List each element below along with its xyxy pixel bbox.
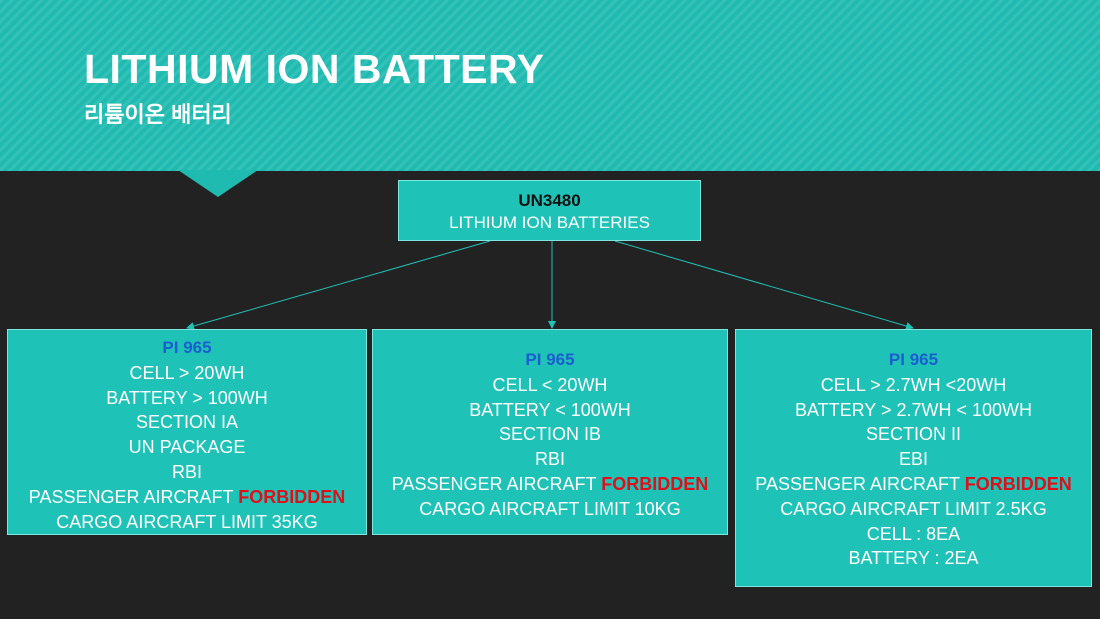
cargo-limit: CARGO AIRCRAFT LIMIT 35KG <box>56 511 318 532</box>
arrow-to-section-ii <box>614 240 914 330</box>
root-node-un3480: UN3480 LITHIUM ION BATTERIES <box>398 180 701 241</box>
packing-instruction: PI 965 <box>162 338 212 357</box>
passenger-rule: PASSENGER AIRCRAFT FORBIDDEN <box>8 485 366 510</box>
battery-limit: BATTERY > 100WH <box>106 387 268 408</box>
root-node-label: LITHIUM ION BATTERIES <box>449 213 650 232</box>
section-label: SECTION II <box>865 424 961 445</box>
section-ia-box: PI 965 CELL > 20WH BATTERY > 100WH SECTI… <box>7 329 367 535</box>
cargo-limit: CARGO AIRCRAFT LIMIT 10KG <box>419 498 681 519</box>
section-label: SECTION IB <box>498 424 601 445</box>
package-type: UN PACKAGE <box>128 437 246 458</box>
section-ii-box: PI 965 CELL > 2.7WH <20WH BATTERY > 2.7W… <box>735 329 1092 587</box>
un-number: UN3480 <box>518 191 581 210</box>
passenger-label: PASSENGER AIRCRAFT <box>391 473 597 494</box>
battery-type: RBI <box>534 449 565 470</box>
forbidden-label: FORBIDDEN <box>964 473 1072 494</box>
passenger-rule: PASSENGER AIRCRAFT FORBIDDEN <box>736 472 1091 497</box>
section-label: SECTION IA <box>135 412 238 433</box>
battery-quantity: BATTERY : 2EA <box>848 548 979 569</box>
cell-quantity: CELL : 8EA <box>866 523 961 544</box>
cell-limit: CELL > 20WH <box>129 362 245 383</box>
battery-type: RBI <box>171 461 202 482</box>
forbidden-label: FORBIDDEN <box>238 486 346 507</box>
page-title: LITHIUM ION BATTERY <box>84 46 545 92</box>
battery-limit: BATTERY > 2.7WH < 100WH <box>794 399 1033 420</box>
passenger-label: PASSENGER AIRCRAFT <box>755 473 960 494</box>
page-subtitle: 리튬이온 배터리 <box>84 102 232 127</box>
title-banner <box>0 0 1100 171</box>
battery-limit: BATTERY < 100WH <box>469 399 631 420</box>
packing-instruction: PI 965 <box>888 350 939 369</box>
banner-notch <box>178 170 258 197</box>
passenger-rule: PASSENGER AIRCRAFT FORBIDDEN <box>373 472 727 497</box>
packing-instruction: PI 965 <box>525 350 575 369</box>
passenger-label: PASSENGER AIRCRAFT <box>28 486 234 507</box>
cell-limit: CELL < 20WH <box>492 374 608 395</box>
section-ib-box: PI 965 CELL < 20WH BATTERY < 100WH SECTI… <box>372 329 728 535</box>
battery-type: EBI <box>898 449 928 470</box>
cell-limit: CELL > 2.7WH <20WH <box>820 374 1007 395</box>
arrow-to-section-ia <box>186 240 491 330</box>
forbidden-label: FORBIDDEN <box>601 473 709 494</box>
cargo-limit: CARGO AIRCRAFT LIMIT 2.5KG <box>780 498 1047 519</box>
